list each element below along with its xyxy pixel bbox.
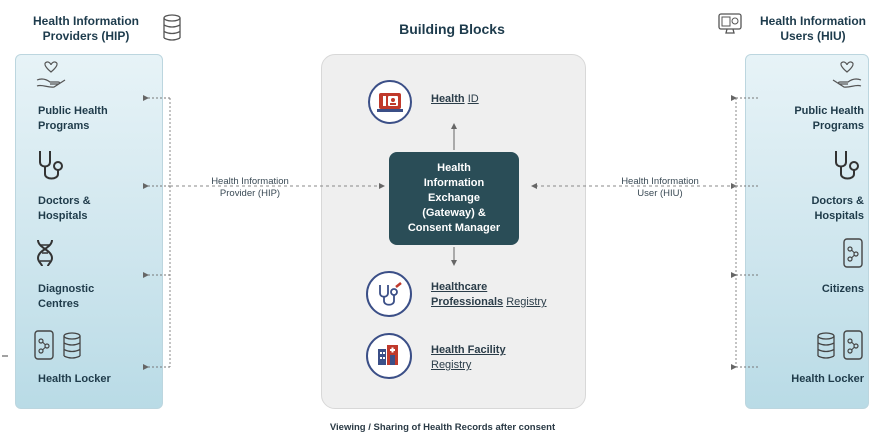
hip-item-diagnostic-l1: Diagnostic bbox=[38, 283, 95, 295]
stethoscope-icon bbox=[34, 148, 68, 182]
hub-line1: Health bbox=[437, 162, 471, 174]
monitor-icon bbox=[717, 12, 743, 36]
caring-hand-icon bbox=[830, 60, 864, 90]
hip-item-public-health: Public Health Programs bbox=[38, 104, 108, 134]
hip-conn-line2: Provider (HIP) bbox=[219, 188, 281, 199]
hiu-conn-line2: User (HIU) bbox=[637, 188, 683, 199]
hub-line4: (Gateway) & bbox=[422, 207, 486, 219]
database-icon bbox=[816, 332, 836, 360]
hub-line5: Consent Manager bbox=[407, 222, 501, 234]
hub-line2: Information bbox=[423, 177, 485, 189]
hip-header-line1: Health Information bbox=[32, 14, 139, 28]
hpr-label[interactable]: Healthcare Professionals Registry bbox=[431, 280, 547, 310]
dna-icon bbox=[34, 238, 56, 268]
stethoscope-icon bbox=[830, 148, 864, 182]
hie-cm-box[interactable]: Health Information Exchange (Gateway) & … bbox=[389, 152, 519, 245]
hip-item-doctors-l1: Doctors & bbox=[38, 195, 91, 207]
hip-connector-label: Health Information Provider (HIP) bbox=[190, 176, 310, 200]
hub-line3: Exchange bbox=[428, 192, 480, 204]
caring-hand-icon bbox=[34, 60, 68, 90]
health-id-bold: Health bbox=[431, 93, 465, 105]
health-id-icon bbox=[368, 80, 412, 124]
database-icon bbox=[162, 14, 182, 42]
health-facility-icon bbox=[366, 333, 412, 379]
footer-caption: Viewing / Sharing of Health Records afte… bbox=[329, 422, 556, 433]
phone-icon bbox=[33, 330, 55, 360]
hiu-item-doctors: Doctors & Hospitals bbox=[760, 194, 864, 224]
hip-conn-line1: Health Information bbox=[211, 176, 289, 187]
hiu-item-citizens: Citizens bbox=[760, 282, 864, 297]
hpr-line2-rest: Registry bbox=[506, 296, 547, 308]
hiu-header-line2: Users (HIU) bbox=[780, 29, 846, 43]
database-icon bbox=[62, 332, 82, 360]
hiu-item-public-health-l1: Public Health bbox=[794, 105, 864, 117]
hip-item-diagnostic: Diagnostic Centres bbox=[38, 282, 94, 312]
hiu-connector-label: Health Information User (HIU) bbox=[604, 176, 716, 200]
hip-item-doctors-l2: Hospitals bbox=[38, 210, 88, 222]
hip-item-health-locker-l1: Health Locker bbox=[38, 373, 111, 385]
hip-item-health-locker: Health Locker bbox=[38, 372, 111, 387]
hiu-item-health-locker: Health Locker bbox=[760, 372, 864, 387]
hip-header-line2: Providers (HIP) bbox=[42, 29, 130, 43]
hpr-line2-bold: Professionals bbox=[431, 296, 504, 308]
health-id-label[interactable]: Health ID bbox=[431, 92, 479, 107]
hiu-item-public-health: Public Health Programs bbox=[760, 104, 864, 134]
hiu-item-health-locker-l1: Health Locker bbox=[791, 373, 864, 385]
hfr-label[interactable]: Health Facility Registry bbox=[431, 343, 506, 373]
hfr-line2: Registry bbox=[431, 359, 472, 371]
hiu-header-line1: Health Information bbox=[759, 14, 866, 28]
hip-header: Health Information Providers (HIP) bbox=[22, 14, 150, 44]
health-id-rest: ID bbox=[467, 93, 479, 105]
hiu-header: Health Information Users (HIU) bbox=[748, 14, 878, 44]
phone-icon bbox=[842, 330, 864, 360]
hip-item-public-health-l2: Programs bbox=[38, 120, 90, 132]
hfr-line1: Health Facility bbox=[431, 344, 506, 356]
hiu-conn-line1: Health Information bbox=[621, 176, 699, 187]
hiu-item-doctors-l2: Hospitals bbox=[814, 210, 864, 222]
hpr-line1: Healthcare bbox=[431, 281, 488, 293]
stethoscope-icon bbox=[366, 271, 412, 317]
hip-item-doctors: Doctors & Hospitals bbox=[38, 194, 91, 224]
hiu-item-public-health-l2: Programs bbox=[812, 120, 864, 132]
hip-item-diagnostic-l2: Centres bbox=[38, 298, 79, 310]
hiu-item-doctors-l1: Doctors & bbox=[811, 195, 864, 207]
hip-item-public-health-l1: Public Health bbox=[38, 105, 108, 117]
hiu-item-citizens-l1: Citizens bbox=[821, 283, 864, 295]
building-blocks-title: Building Blocks bbox=[399, 21, 505, 37]
phone-icon bbox=[842, 238, 864, 268]
